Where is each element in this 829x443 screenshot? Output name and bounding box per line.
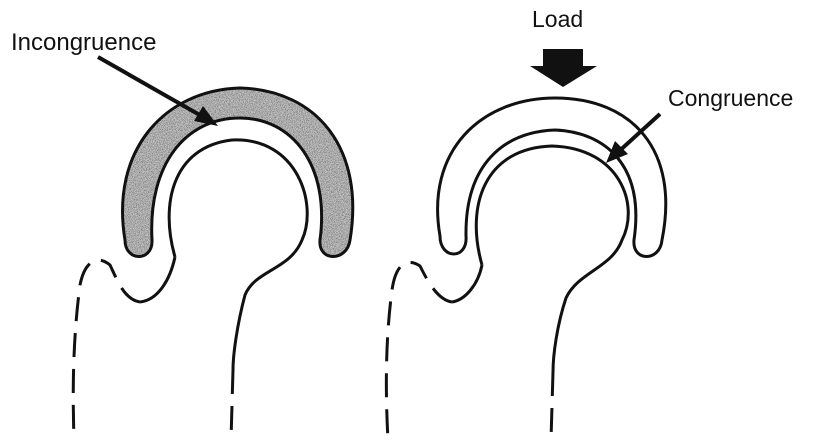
congruence-label: Congruence: [668, 87, 793, 110]
left-joint: [73, 57, 353, 440]
incongruence-arrow: [98, 57, 218, 126]
right-acetabulum-outline: [438, 98, 666, 257]
right-shaft-dashed: [551, 372, 553, 440]
right-femur-dashed-outline: [386, 262, 452, 440]
load-label: Load: [532, 8, 583, 31]
load-arrow-icon: [530, 49, 597, 87]
left-femur-dashed-outline: [73, 260, 140, 440]
right-joint: [386, 49, 665, 440]
incongruence-label: Incongruence: [11, 31, 156, 55]
right-femoral-head: [476, 146, 628, 372]
left-shaft-dashed: [231, 370, 233, 440]
left-femoral-head: [169, 140, 307, 370]
